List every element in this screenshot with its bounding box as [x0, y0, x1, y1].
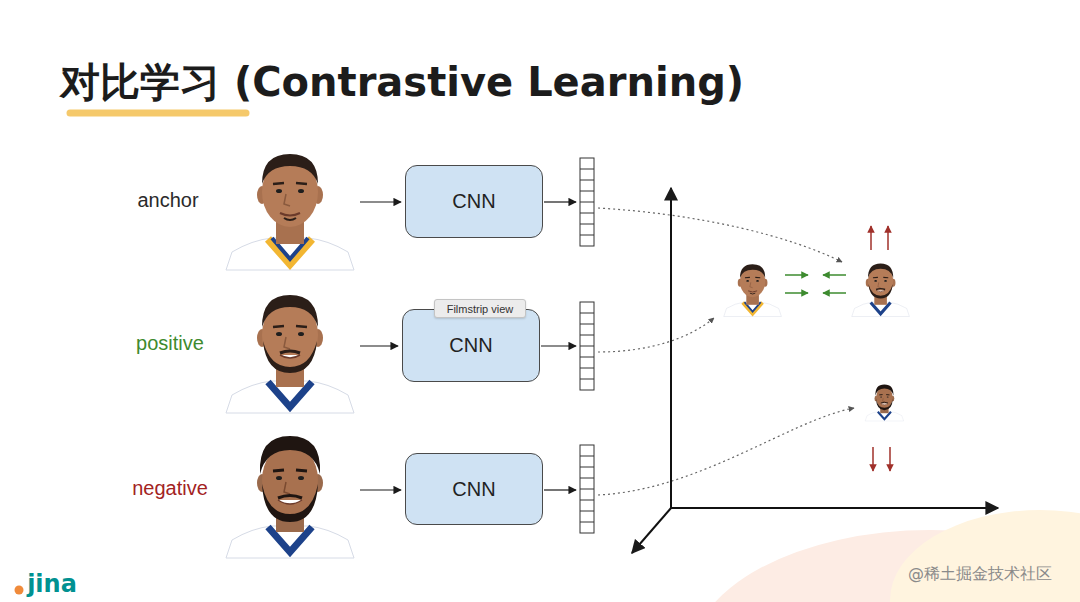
face-photo [226, 295, 354, 413]
embedded-face [865, 384, 903, 421]
tooltip-box: Filmstrip view [434, 299, 526, 318]
node-label: CNN [452, 190, 495, 213]
logo-text: jina [27, 570, 77, 598]
axes [632, 188, 998, 553]
face-photo [226, 436, 354, 558]
cnn-box: CNN [405, 453, 543, 525]
node-label: CNN [452, 478, 495, 501]
cnn-box: CNN [405, 165, 543, 238]
projection-curve [598, 208, 854, 495]
pull-arrows [785, 275, 846, 293]
background-blob [890, 510, 1080, 602]
watermark: @稀土掘金技术社区 [908, 564, 1052, 585]
embedded-face [724, 264, 782, 316]
push-arrows [871, 226, 890, 471]
logo-dot [15, 586, 24, 595]
input-arrows [360, 202, 576, 490]
role-label: positive [136, 332, 204, 355]
role-label: anchor [137, 189, 198, 212]
slide-title: 对比学习 (Contrastive Learning) [60, 58, 744, 106]
embedding-vector [580, 158, 594, 533]
cnn-box: CNN [402, 309, 540, 382]
title-underline [70, 110, 246, 117]
role-label: negative [132, 477, 208, 500]
node-label: CNN [449, 334, 492, 357]
node-label: Filmstrip view [447, 303, 514, 315]
embedded-face [852, 263, 910, 316]
face-photo [226, 154, 354, 270]
